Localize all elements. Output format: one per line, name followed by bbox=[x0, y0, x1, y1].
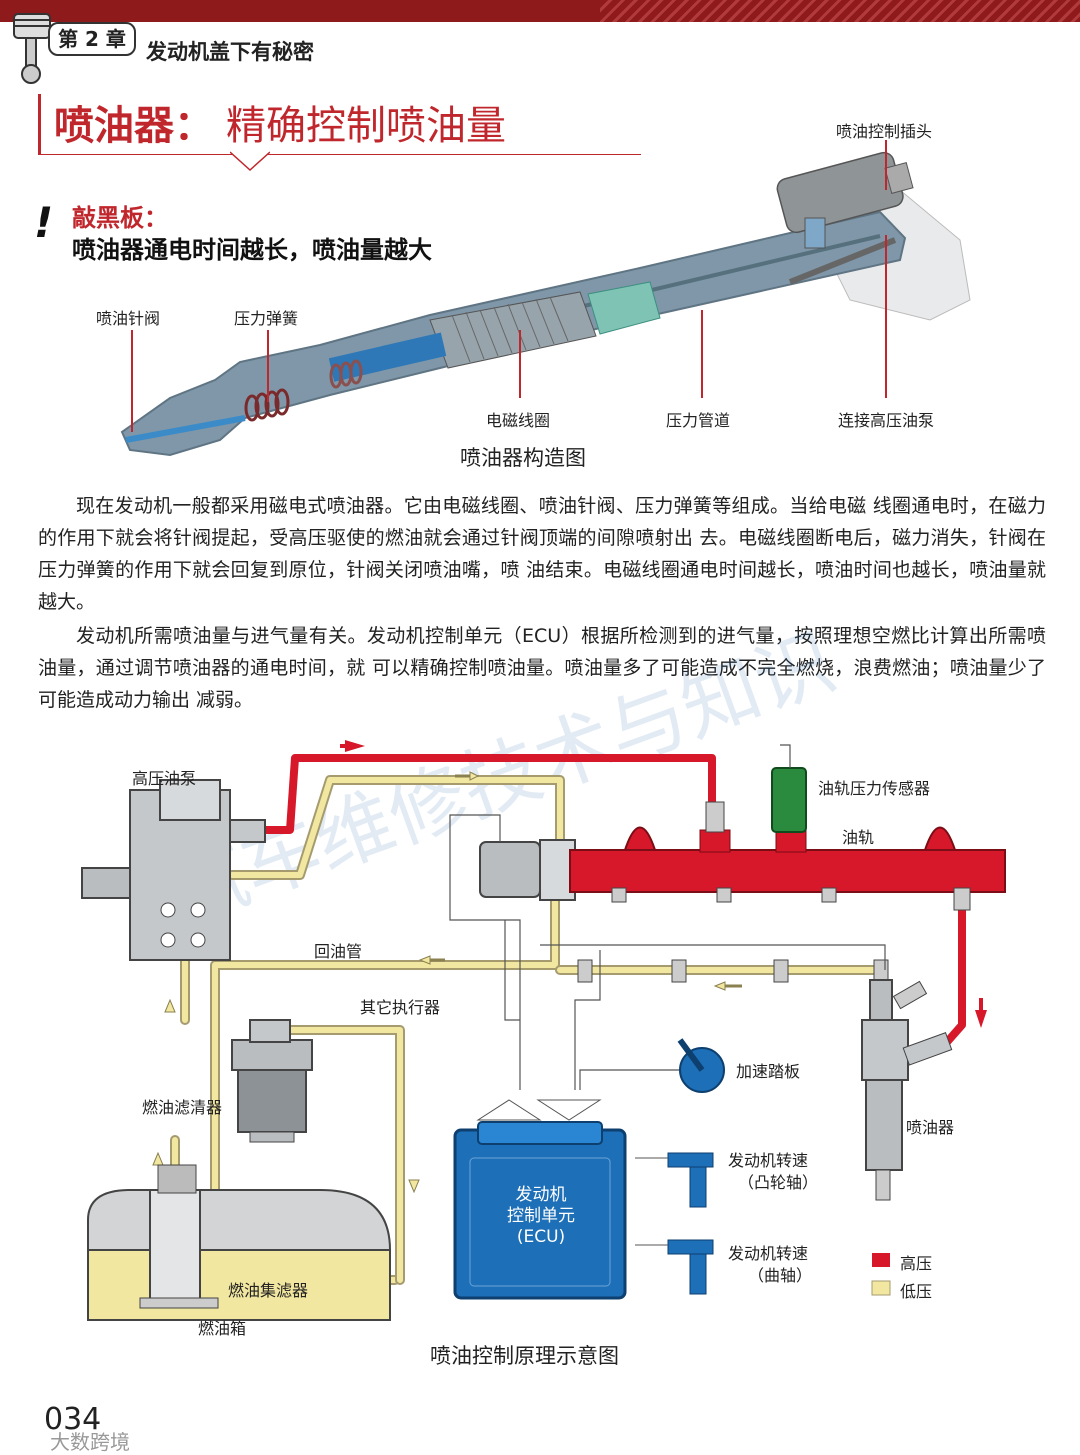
page-title-keyword: 喷油器： bbox=[54, 103, 214, 149]
ecu-input-arrow-1 bbox=[476, 1099, 542, 1121]
label-coil: 电磁线圈 bbox=[486, 411, 551, 430]
label-needle-valve: 喷油针阀 bbox=[96, 309, 161, 328]
fuel-control-schematic bbox=[81, 740, 1006, 1321]
label-spring: 压力弹簧 bbox=[234, 309, 299, 328]
fuel-tank bbox=[87, 1164, 391, 1321]
crankshaft-sensor bbox=[635, 1239, 714, 1295]
fuel-filter bbox=[231, 1019, 313, 1143]
source-watermark: 大数跨境 bbox=[50, 1430, 130, 1454]
label-other-actuators: 其它执行器 bbox=[360, 998, 441, 1017]
label-rail-sensor: 油轨压力传感器 bbox=[818, 779, 931, 798]
armature bbox=[328, 332, 447, 382]
label-strainer: 燃油集滤器 bbox=[228, 1281, 309, 1300]
label-cam-speed-sub: （凸轮轴） bbox=[738, 1173, 819, 1192]
signal-wires bbox=[449, 744, 886, 1090]
chapter-title: 发动机盖下有秘密 bbox=[146, 40, 314, 64]
label-accel-pedal: 加速踏板 bbox=[736, 1062, 801, 1081]
title-pointer bbox=[230, 151, 270, 172]
needle-valve bbox=[125, 415, 246, 443]
valve-seat bbox=[587, 281, 661, 335]
flow-arrows bbox=[152, 740, 987, 1194]
chapter-badge: 第 2 章 bbox=[48, 22, 136, 56]
tip-label: 敲黑板： bbox=[72, 204, 168, 232]
injector bbox=[861, 979, 953, 1201]
ecu bbox=[453, 1121, 627, 1300]
label-crank-speed-sub: （曲轴） bbox=[748, 1266, 813, 1285]
label-filter: 燃油滤清器 bbox=[142, 1098, 223, 1117]
label-pressure-pipe: 压力管道 bbox=[666, 411, 731, 430]
hp-pump bbox=[81, 779, 266, 961]
legend-high: 高压 bbox=[900, 1254, 933, 1273]
title-frame bbox=[38, 94, 641, 155]
ecu-label-line2: 控制单元 bbox=[507, 1206, 575, 1226]
label-rail: 油轨 bbox=[842, 828, 875, 847]
exclamation-icon: ! bbox=[34, 198, 54, 247]
ecu-output-arrow bbox=[536, 1099, 602, 1121]
spring bbox=[244, 388, 290, 422]
label-return-pipe: 回油管 bbox=[314, 942, 363, 961]
ecu-label-line1: 发动机 bbox=[515, 1185, 567, 1205]
fuel-rail bbox=[569, 826, 1006, 911]
schematic-caption: 喷油控制原理示意图 bbox=[430, 1344, 619, 1368]
label-injector: 喷油器 bbox=[906, 1118, 955, 1137]
paragraph-1: 现在发动机一般都采用磁电式喷油器。它由电磁线圈、喷油针阀、压力弹簧等组成。当给电… bbox=[38, 495, 1046, 613]
label-cam-speed: 发动机转速 bbox=[728, 1151, 809, 1170]
rail-pressure-sensor bbox=[771, 767, 807, 833]
legend-low: 低压 bbox=[900, 1282, 933, 1301]
legend-swatch-low bbox=[871, 1280, 891, 1296]
label-plug: 喷油控制插头 bbox=[836, 122, 933, 141]
tip-text: 喷油器通电时间越长，喷油量越大 bbox=[72, 236, 432, 264]
injector-structure-diagram bbox=[120, 140, 971, 457]
paragraph-2: 发动机所需喷油量与进气量有关。发动机控制单元（ECU）根据所检测到的进气量，按照… bbox=[38, 625, 1046, 711]
pressure-control-valve bbox=[479, 841, 541, 898]
top-bar-hatch bbox=[600, 0, 1080, 22]
ecu-label: 发动机 控制单元 (ECU) bbox=[476, 1185, 606, 1248]
label-hp-pump: 高压油泵 bbox=[132, 769, 197, 788]
legend-swatch-high bbox=[872, 1253, 890, 1267]
structure-caption: 喷油器构造图 bbox=[460, 446, 586, 470]
label-hp-pump-connect: 连接高压油泵 bbox=[838, 411, 935, 430]
camshaft-sensor bbox=[635, 1152, 714, 1208]
ecu-label-line3: (ECU) bbox=[516, 1227, 566, 1247]
page-number: 034 bbox=[44, 1402, 102, 1437]
page-title: 精确控制喷油量 bbox=[226, 103, 506, 149]
accelerator-pedal-sensor bbox=[677, 1038, 725, 1093]
label-crank-speed: 发动机转速 bbox=[728, 1244, 809, 1263]
label-tank: 燃油箱 bbox=[198, 1319, 247, 1338]
